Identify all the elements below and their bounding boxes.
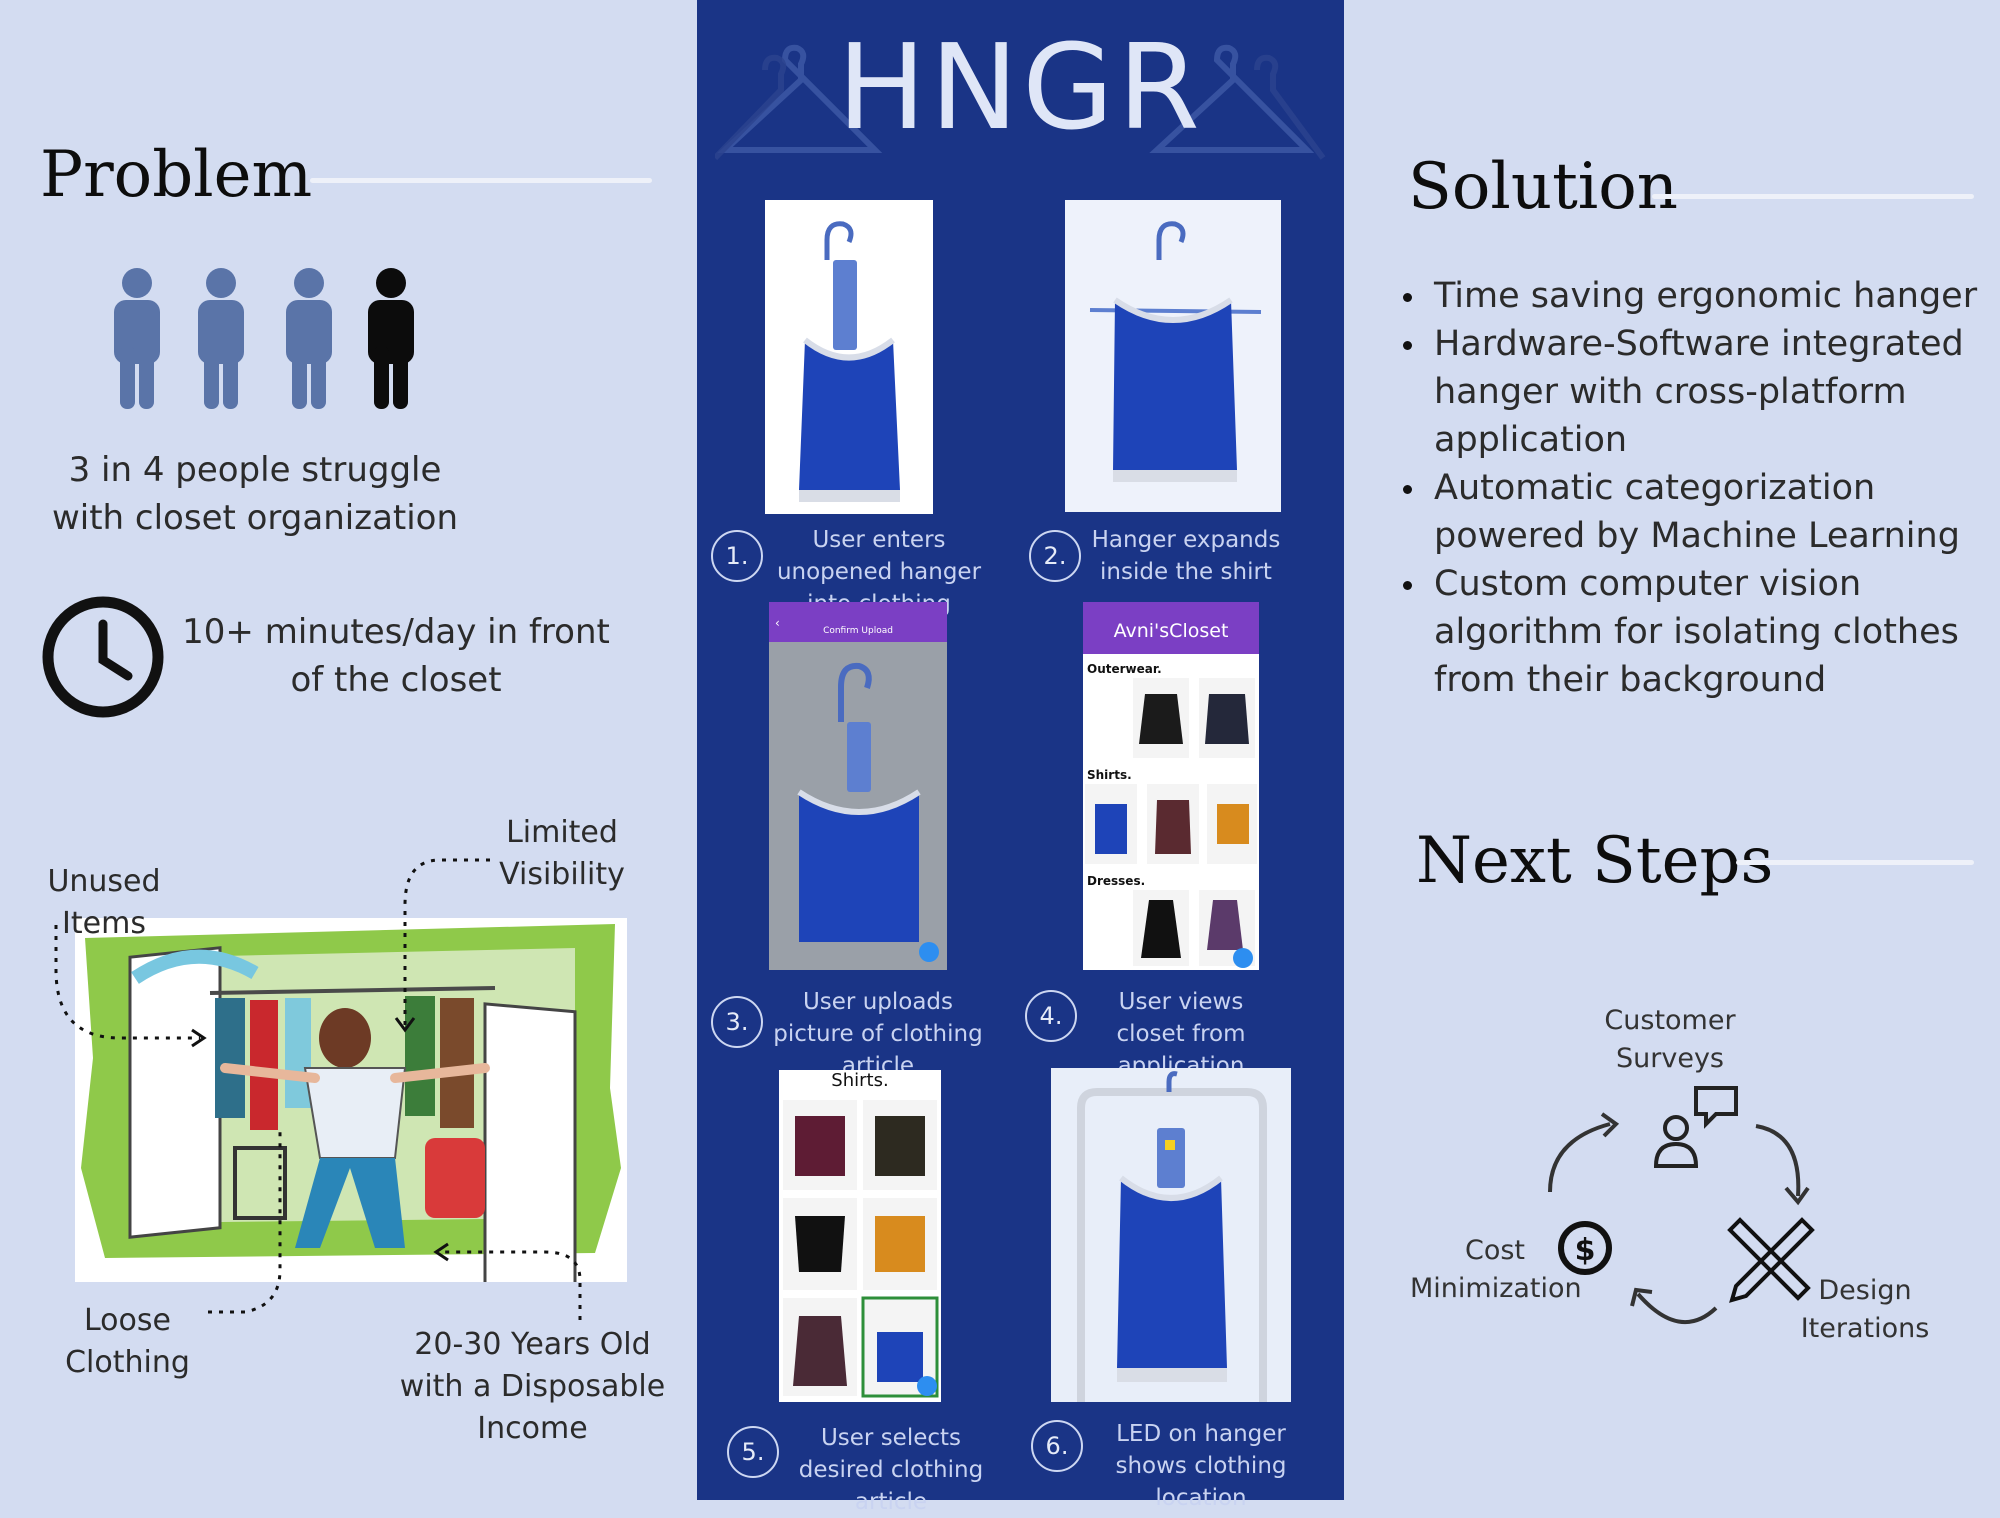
problem-heading-rule — [310, 178, 652, 183]
step-2-number: 2. — [1029, 530, 1081, 582]
step-3-phone-screen: ‹ Confirm Upload — [769, 602, 947, 970]
solution-item: Time saving ergonomic hanger — [1428, 272, 2000, 320]
step-4-number: 4. — [1025, 990, 1077, 1042]
step-6-text: LED on hanger shows clothing location — [1115, 1421, 1287, 1511]
step-5-phone-screen: Shirts. — [779, 1070, 941, 1402]
solution-item: Hardware-Software integrated hanger with… — [1428, 320, 2000, 464]
back-chevron-icon[interactable]: ‹ — [775, 616, 780, 630]
customer-surveys-label: Customer Surveys — [1604, 1005, 1736, 1074]
svg-text:$: $ — [1575, 1233, 1596, 1268]
shirts-title: Shirts. — [831, 1070, 889, 1091]
person-icon-highlighted — [368, 268, 414, 409]
step-1-photo — [765, 200, 933, 514]
brand-title: HNGR — [837, 18, 1204, 156]
problem-heading: Problem — [40, 138, 313, 212]
step-3-number: 3. — [711, 996, 763, 1048]
label-unused-items: Unused Items — [47, 864, 161, 941]
next-steps-heading-rule — [1736, 860, 1974, 865]
step-4-phone-screen: Avni'sCloset Outerwear. Shirts. Dresses. — [1083, 602, 1259, 970]
cost-minimization-label: Cost Minimization — [1410, 1235, 1582, 1304]
closet-app-bar: Avni'sCloset — [1083, 602, 1259, 654]
step-6-photo — [1051, 1068, 1291, 1402]
upload-app-bar: ‹ Confirm Upload — [769, 602, 947, 642]
section-label-shirts: Shirts. — [1087, 768, 1132, 782]
label-loose-clothing: Loose Clothing — [65, 1303, 190, 1380]
pencil-ruler-icon — [1727, 1217, 1815, 1303]
people-icon-group — [114, 268, 414, 409]
person-icon — [286, 268, 332, 409]
solution-item: Custom computer vision algorithm for iso… — [1428, 560, 2000, 704]
next-steps-heading: Next Steps — [1416, 824, 1774, 898]
hanger-decoration-right — [1149, 44, 1326, 160]
label-limited-visibility: Limited Visibility — [499, 815, 625, 892]
closet-title: Avni'sCloset — [1113, 620, 1229, 642]
minutes-stat: 10+ minutes/day in front of the closet — [182, 612, 610, 700]
step-2-photo — [1065, 200, 1281, 512]
person-icon — [198, 268, 244, 409]
step-5-number: 5. — [727, 1426, 779, 1478]
label-age-income: 20-30 Years Old with a Disposable Income — [399, 1327, 666, 1446]
design-iterations-label: Design Iterations — [1800, 1275, 1930, 1344]
step-2-text: Hanger expands inside the shirt — [1091, 527, 1281, 585]
hanger-decoration-left — [715, 44, 883, 161]
step-6-number: 6. — [1031, 1420, 1083, 1472]
cycle-arrow-top-left — [1548, 1122, 1611, 1193]
closet-illustration — [75, 918, 627, 1282]
solution-heading: Solution — [1408, 150, 1678, 224]
step-3-text: User uploads picture of clothing article — [773, 989, 983, 1079]
upload-title: Confirm Upload — [823, 626, 893, 636]
section-label-dresses: Dresses. — [1087, 874, 1146, 888]
section-label-outerwear: Outerwear. — [1087, 662, 1162, 676]
solution-heading-rule — [1652, 194, 1974, 199]
clock-icon — [42, 596, 164, 718]
solution-item: Automatic categorization powered by Mach… — [1428, 464, 2000, 560]
solution-list: Time saving ergonomic hanger Hardware-So… — [1392, 272, 2000, 704]
product-panel: HNGR 1. User enters unopened hanger into… — [697, 0, 1344, 1515]
cycle-arrow-bottom — [1636, 1292, 1718, 1324]
person-icon — [114, 268, 160, 409]
callout-arrows — [54, 858, 582, 1320]
step-1-number: 1. — [711, 530, 763, 582]
cycle-arrow-top-right — [1755, 1124, 1801, 1197]
struggle-stat: 3 in 4 people struggle with closet organ… — [51, 450, 459, 538]
next-steps-cycle: $ — [1548, 1086, 1815, 1324]
step-5-text: User selects desired clothing article — [798, 1425, 984, 1515]
dollar-coin-icon: $ — [1558, 1221, 1612, 1275]
customer-feedback-icon — [1653, 1086, 1738, 1168]
